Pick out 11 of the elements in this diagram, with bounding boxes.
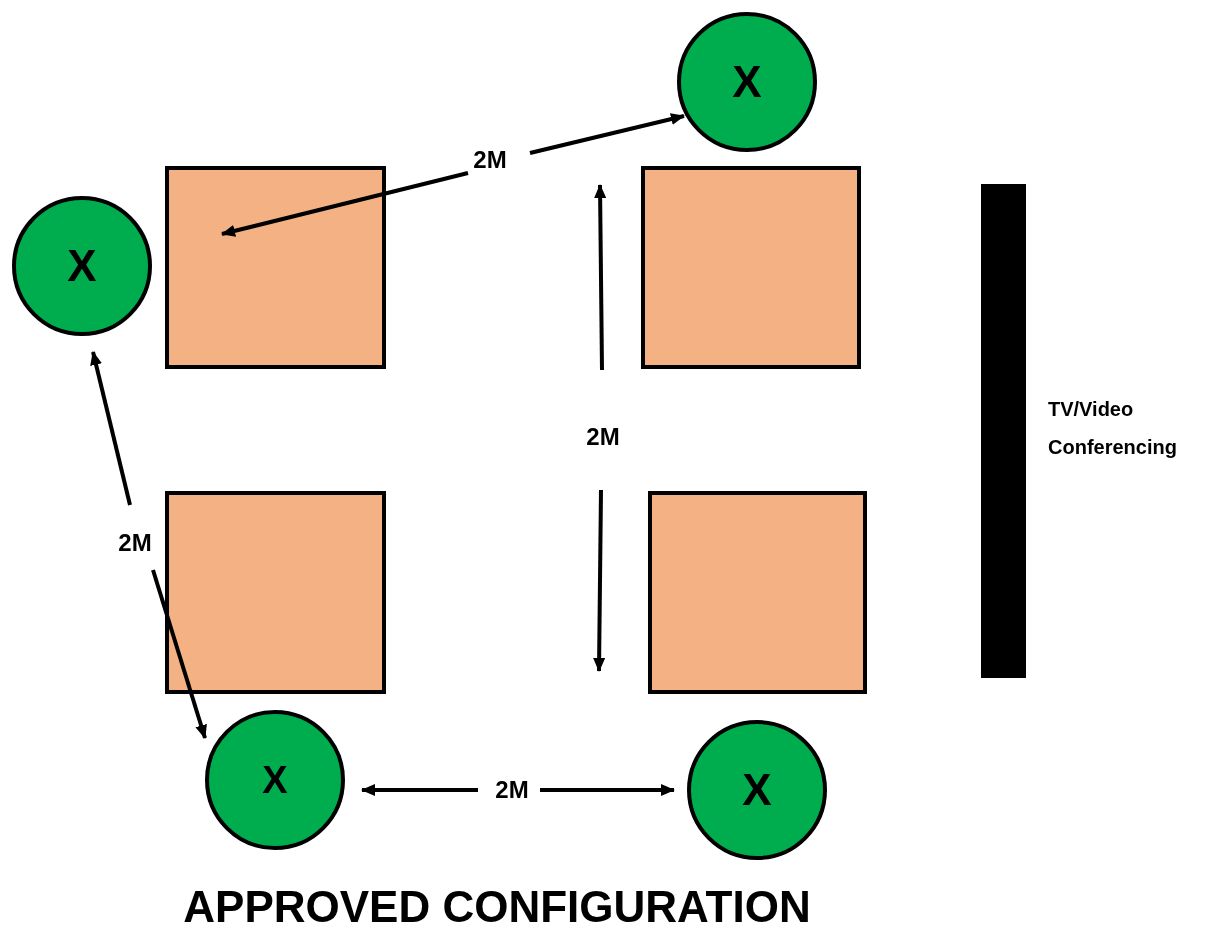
table <box>648 491 867 694</box>
tv-screen <box>981 184 1026 678</box>
person-circle: X <box>12 196 152 336</box>
person-circle: X <box>205 710 345 850</box>
table <box>165 491 386 694</box>
table <box>165 166 386 369</box>
person-circle: X <box>687 720 827 860</box>
screen-label: TV/Video Conferencing <box>1048 397 1178 460</box>
title: APPROVED CONFIGURATION <box>182 882 812 932</box>
person-circle: X <box>677 12 817 152</box>
table <box>641 166 861 369</box>
